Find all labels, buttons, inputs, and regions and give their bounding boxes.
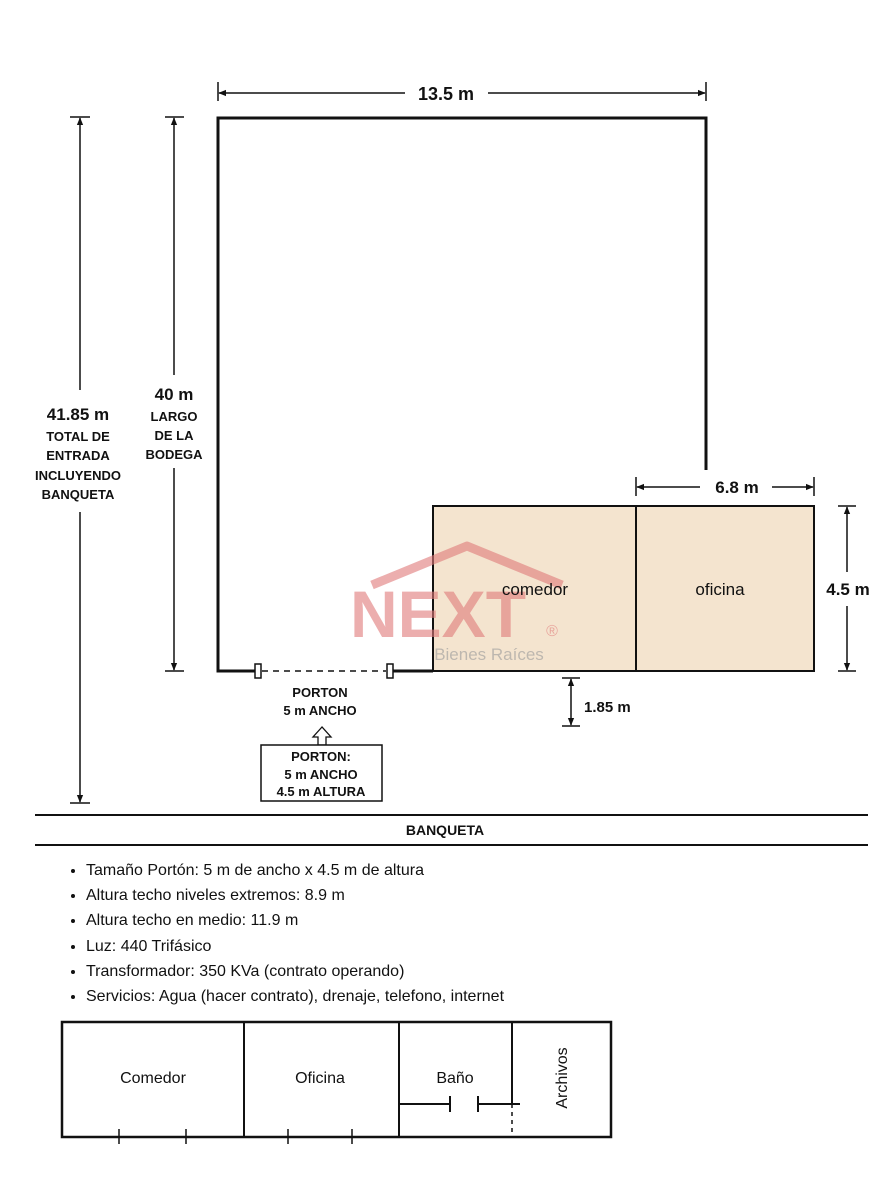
note-item: Servicios: Agua (hacer contrato), drenaj… [86,984,504,1009]
total-depth-caption-3: INCLUYENDO [35,468,121,483]
office-width-dimension: 6.8 m [635,477,815,497]
oficina-room [635,505,815,672]
watermark-tagline: Bienes Raíces [434,645,544,664]
lower-archivos-label: Archivos [554,1047,571,1108]
gate-box-line-2: 5 m ANCHO [284,767,357,782]
up-arrow-icon [311,726,333,746]
note-item: Altura techo en medio: 11.9 m [86,908,504,933]
total-depth-caption-2: ENTRADA [46,448,110,463]
gap-label: 1.85 m [584,699,631,716]
total-depth-label: 41.85 m [47,405,109,424]
watermark-logo: NEXT ® Bienes Raíces [350,541,564,664]
office-block [432,505,815,672]
bodega-length-label: 40 m [155,385,194,404]
gap-dimension: 1.85 m [562,677,631,727]
gate-label-2: 5 m ANCHO [283,703,356,718]
width-label: 13.5 m [418,84,474,104]
property-notes: Tamaño Portón: 5 m de ancho x 4.5 m de a… [62,858,504,1009]
office-width-label: 6.8 m [715,478,758,497]
lower-oficina-label: Oficina [295,1070,345,1087]
bodega-caption-2: DE LA [155,428,195,443]
office-height-label: 4.5 m [826,580,869,599]
width-dimension: 13.5 m [217,82,707,104]
building-outline [216,116,708,673]
bodega-caption-3: BODEGA [145,447,203,462]
gate-label-1: PORTON [292,685,347,700]
comedor-label: comedor [502,580,568,599]
street-band: BANQUETA [35,814,868,846]
office-height-dimension: 4.5 m [826,505,870,672]
total-depth-dimension: 41.85 m TOTAL DE ENTRADA INCLUYENDO BANQ… [35,116,121,804]
lower-plan: Comedor Oficina Baño Archivos [60,1020,613,1144]
total-depth-caption-1: TOTAL DE [46,429,110,444]
watermark-brand: NEXT [350,577,526,651]
watermark-registered: ® [546,623,558,640]
total-depth-caption-4: BANQUETA [42,487,115,502]
gate-info-box [260,744,383,802]
oficina-label: oficina [695,580,745,599]
gate: PORTON 5 m ANCHO PORTON: 5 m ANCHO 4.5 m… [254,663,394,802]
note-item: Tamaño Portón: 5 m de ancho x 4.5 m de a… [86,858,504,883]
bodega-length-dimension: 40 m LARGO DE LA BODEGA [145,116,203,672]
street-label: BANQUETA [406,822,484,838]
roof-icon [370,541,564,590]
bodega-caption-1: LARGO [151,409,198,424]
note-item: Transformador: 350 KVa (contrato operand… [86,959,504,984]
gate-box-line-3: 4.5 m ALTURA [277,784,366,799]
note-item: Altura techo niveles extremos: 8.9 m [86,883,504,908]
note-item: Luz: 440 Trifásico [86,934,504,959]
lower-comedor-label: Comedor [120,1070,186,1087]
lower-bano-label: Baño [436,1070,473,1087]
gate-box-line-1: PORTON: [291,749,351,764]
